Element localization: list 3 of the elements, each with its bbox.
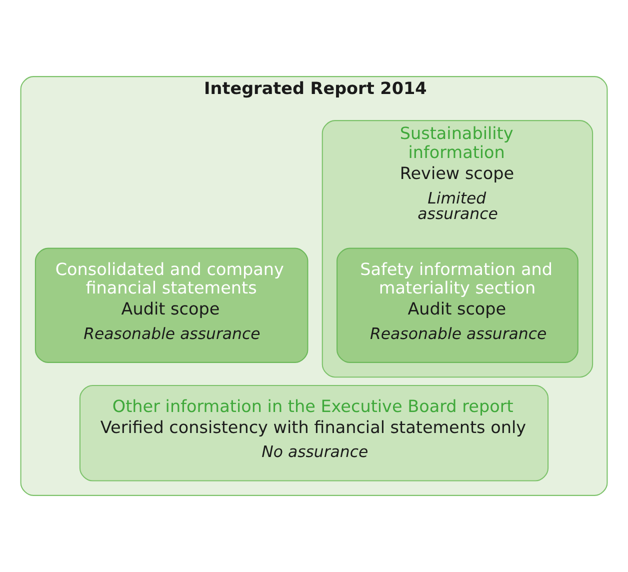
node-box: Safety information and materiality section Audit scope Reasonable assurance [336, 248, 578, 363]
node-box: Consolidated and company financial statements Audit scope Reasonable assurance [34, 248, 308, 363]
node-box: Other information in the Executive Board report Verified consistency with financial statements only No assurance [79, 384, 549, 482]
